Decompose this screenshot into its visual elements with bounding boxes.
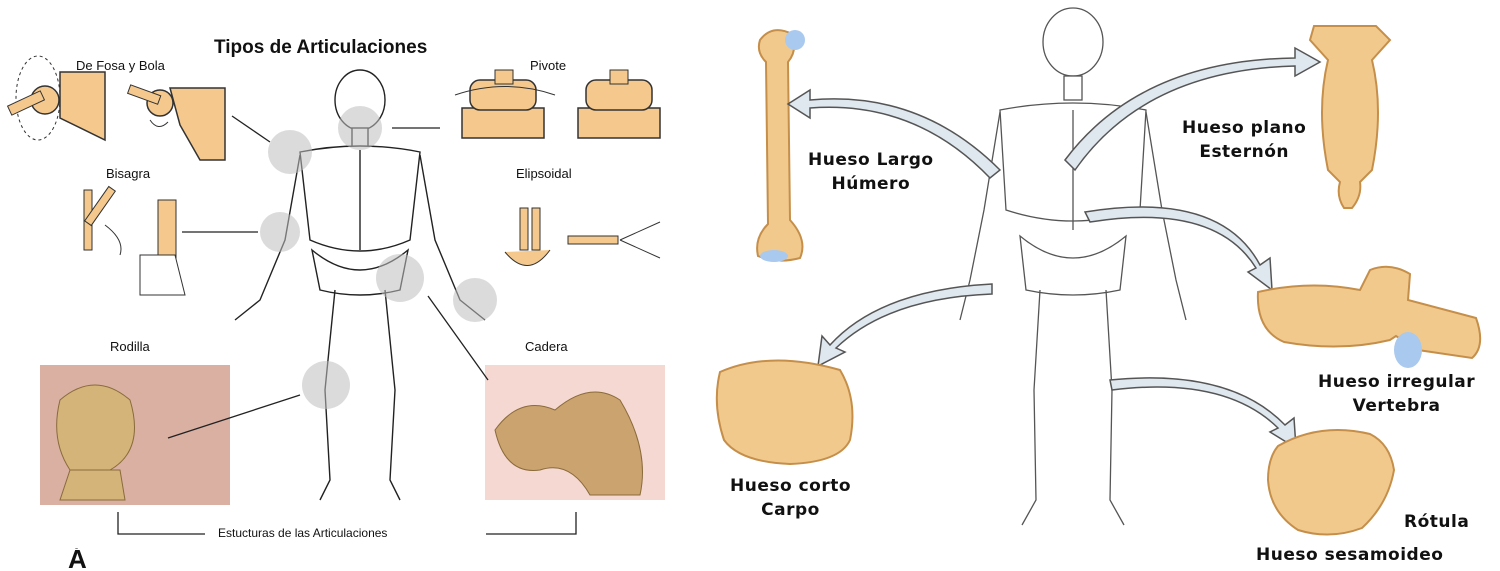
label-short-bone: Hueso corto Carpo — [730, 474, 851, 522]
label-ball-socket: De Fosa y Bola — [76, 58, 165, 73]
carpal-bone-illustration — [717, 360, 853, 464]
label-hinge: Bisagra — [106, 166, 150, 181]
label-sesamoid-bone: Hueso sesamoideo — [1256, 543, 1443, 567]
sternum-bone-illustration — [1310, 26, 1390, 208]
joint-types-panel: Tipos de Articulaciones De Fosa y Bola P… — [0, 0, 720, 571]
stray-letter: Á — [68, 548, 87, 571]
hip-joint-picture — [485, 365, 665, 500]
bone-types-panel: Hueso Largo Húmero Hueso plano Esternón … — [700, 0, 1500, 571]
knee-joint-picture — [40, 365, 230, 505]
label-long-bone: Hueso Largo Húmero — [808, 148, 934, 196]
hinge-joint-illustration — [84, 187, 185, 295]
patella-bone-illustration — [1268, 430, 1394, 535]
label-irregular-bone: Hueso irregular Vertebra — [1318, 370, 1475, 418]
label-pivot: Pivote — [530, 58, 566, 73]
skeleton-outline-illustration — [960, 8, 1186, 525]
label-ellipsoidal: Elipsoidal — [516, 166, 572, 181]
label-hip: Cadera — [525, 339, 568, 354]
humerus-bone-illustration — [757, 30, 805, 262]
vertebra-bone-illustration — [1258, 267, 1480, 368]
footer-caption: Estucturas de las Articulaciones — [218, 526, 387, 540]
label-patella: Rótula — [1404, 510, 1469, 534]
joint-types-drawing — [0, 0, 720, 571]
ellipsoidal-joint-illustration — [505, 208, 660, 266]
pivot-joint-illustration — [455, 70, 660, 138]
label-flat-bone: Hueso plano Esternón — [1182, 116, 1306, 164]
joint-types-title: Tipos de Articulaciones — [214, 37, 427, 59]
label-knee: Rodilla — [110, 339, 150, 354]
